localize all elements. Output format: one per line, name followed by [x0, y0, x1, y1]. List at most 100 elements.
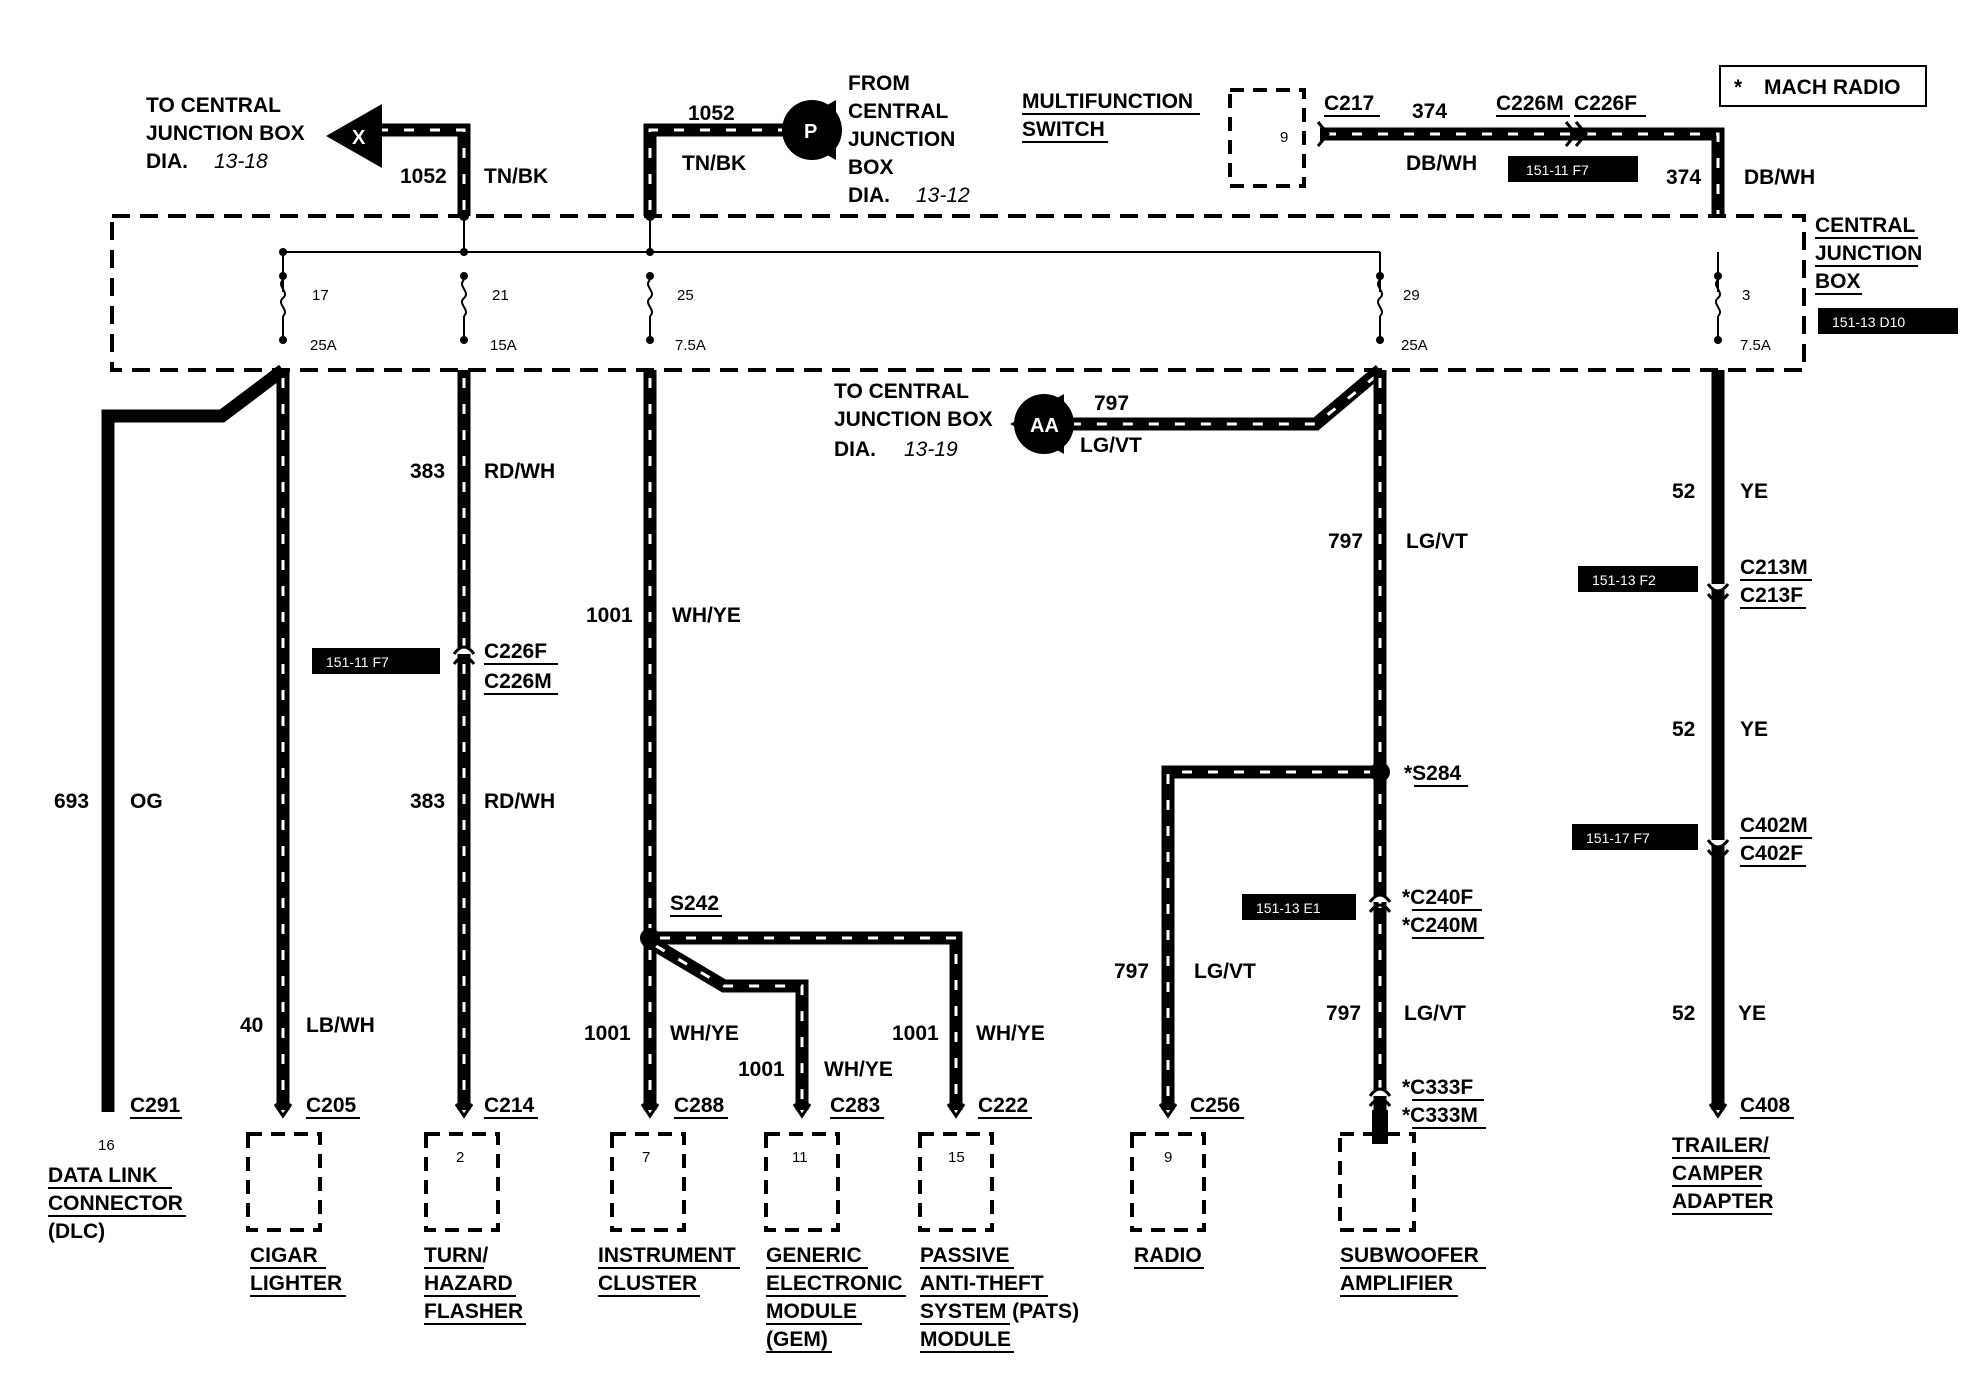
svg-text:JUNCTION BOX: JUNCTION BOX [834, 408, 993, 431]
component-dlc: C291 16 DATA LINK CONNECTOR (DLC) [48, 1094, 186, 1243]
connector-id: C283 [830, 1094, 880, 1117]
connector-c213m: C213M [1740, 556, 1808, 579]
fuse-25: 25 7.5A [646, 272, 706, 354]
circuit-number: 797 [1114, 960, 1149, 983]
svg-text:CONNECTOR: CONNECTOR [48, 1192, 183, 1215]
arrow-p-letter: P [804, 121, 817, 143]
arrow-x-letter: X [352, 127, 366, 149]
wire-color: TN/BK [682, 152, 746, 175]
fuse-rating: 15A [490, 337, 517, 354]
pin-number: 15 [948, 1149, 965, 1166]
connector-c402f: C402F [1740, 842, 1803, 865]
wire-383: 383 RD/WH 151-11 F7 C226F C226M 383 RD/W… [312, 370, 558, 1119]
svg-text:SYSTEM (PATS): SYSTEM (PATS) [920, 1300, 1079, 1323]
svg-text:DIA.: DIA. [146, 150, 188, 173]
connector-id: C408 [1740, 1094, 1791, 1117]
pin-number: 9 [1164, 1149, 1172, 1166]
wire-color: YE [1740, 480, 1768, 503]
svg-text:INSTRUMENT: INSTRUMENT [598, 1244, 736, 1267]
wire-color: DB/WH [1744, 166, 1815, 189]
wire-color: LG/VT [1404, 1002, 1466, 1025]
splice-label: *S284 [1404, 762, 1462, 785]
connector-c240f: *C240F [1402, 886, 1473, 909]
ref-tag: 151-13 F2 [1592, 572, 1656, 588]
wire-color: LG/VT [1406, 530, 1468, 553]
circuit-number: 1001 [738, 1058, 785, 1081]
wire-374: 374 DB/WH C226M C226F 151-11 F7 374 DB/W… [1316, 92, 1815, 216]
circuit-number: 1001 [584, 1022, 631, 1045]
svg-text:DIA.: DIA. [848, 184, 890, 207]
svg-text:DIA.: DIA. [834, 438, 876, 461]
svg-text:DATA LINK: DATA LINK [48, 1164, 157, 1187]
connector-id: C288 [674, 1094, 725, 1117]
svg-text:CENTRAL: CENTRAL [848, 100, 948, 123]
svg-text:(DLC): (DLC) [48, 1220, 105, 1243]
fuse-3: 3 7.5A [1714, 272, 1771, 354]
ref-tag: 151-17 F7 [1586, 830, 1650, 846]
component-radio: C256 9 RADIO [1130, 1094, 1244, 1269]
fuse-number: 17 [312, 287, 329, 304]
arrow-p-label: FROM CENTRAL JUNCTION BOX DIA. 13-12 [848, 72, 970, 207]
switch-pin: 9 [1280, 129, 1288, 146]
splice-s242 [640, 928, 660, 948]
svg-text:FROM: FROM [848, 72, 910, 95]
circuit-number: 52 [1672, 718, 1695, 741]
connector-c226m: C226M [1496, 92, 1564, 115]
circuit-number: 383 [410, 790, 445, 813]
wire-color: WH/YE [672, 604, 741, 627]
ref-tag: 151-11 F7 [326, 654, 389, 670]
wire-color: WH/YE [976, 1022, 1045, 1045]
svg-text:MODULE: MODULE [920, 1328, 1011, 1351]
pin-number: 2 [456, 1149, 464, 1166]
svg-text:13-18: 13-18 [214, 150, 268, 173]
wire-color: TN/BK [484, 165, 548, 188]
wire-693: 693 OG [54, 364, 287, 1112]
fuse-number: 21 [492, 287, 509, 304]
wire-color: LB/WH [306, 1014, 375, 1037]
multifunction-switch: MULTIFUNCTION SWITCH 9 C217 [1022, 88, 1380, 188]
svg-text:AMPLIFIER: AMPLIFIER [1340, 1272, 1453, 1295]
wire-color: OG [130, 790, 163, 813]
wire-52: 52 YE 151-13 F2 C213M C213F 52 YE 151-17… [1572, 370, 1812, 1119]
central-junction-box: 17 25A 21 15A 25 7.5A [110, 211, 1958, 372]
pin-number: 7 [642, 1149, 650, 1166]
component-trailer-camper-adapter: C408 TRAILER/ CAMPER ADAPTER [1672, 1094, 1794, 1215]
wire-1052-to-x: X 1052 TN/BK [326, 104, 548, 216]
jb-ref-tag: 151-13 D10 [1818, 308, 1958, 334]
component-pats: C222 15 PASSIVE ANTI-THEFT SYSTEM (PATS)… [918, 1094, 1079, 1353]
jb-label-3: BOX [1815, 270, 1861, 293]
svg-text:SUBWOOFER: SUBWOOFER [1340, 1244, 1479, 1267]
svg-text:MULTIFUNCTION: MULTIFUNCTION [1022, 90, 1193, 113]
svg-text:CIGAR: CIGAR [250, 1244, 318, 1267]
component-subwoofer-amplifier: SUBWOOFER AMPLIFIER [1338, 1132, 1486, 1297]
circuit-number: 797 [1328, 530, 1363, 553]
jb-label-2: JUNCTION [1815, 242, 1922, 265]
component-instrument-cluster: C288 7 INSTRUMENT CLUSTER [598, 1094, 740, 1297]
svg-text:13-19: 13-19 [904, 438, 958, 461]
wire-color: LG/VT [1194, 960, 1256, 983]
svg-text:RADIO: RADIO [1134, 1244, 1202, 1267]
wire-1052-from-p: P 1052 TN/BK [643, 100, 842, 216]
svg-text:LIGHTER: LIGHTER [250, 1272, 342, 1295]
circuit-number: 1052 [400, 165, 447, 188]
svg-text:MODULE: MODULE [766, 1300, 857, 1323]
connector-id: C291 [130, 1094, 181, 1117]
arrow-aa-label: TO CENTRAL JUNCTION BOX DIA. 13-19 [834, 380, 993, 461]
fuse-number: 29 [1403, 287, 1420, 304]
circuit-number: 1052 [688, 102, 735, 125]
switch-connector: C217 [1324, 92, 1374, 115]
fuse-17: 17 25A [279, 272, 337, 354]
svg-text:JUNCTION: JUNCTION [848, 128, 955, 151]
circuit-number: 40 [240, 1014, 263, 1037]
svg-text:CLUSTER: CLUSTER [598, 1272, 697, 1295]
wire-797: AA 797 LG/VT 797 LG/VT *S284 797 LG/VT 1… [1010, 365, 1486, 1144]
connector-id: C256 [1190, 1094, 1240, 1117]
ref-tag: 151-11 F7 [1526, 162, 1589, 178]
svg-text:JUNCTION BOX: JUNCTION BOX [146, 122, 305, 145]
wire-color: RD/WH [484, 460, 555, 483]
svg-text:CAMPER: CAMPER [1672, 1162, 1763, 1185]
fuse-number: 3 [1742, 287, 1750, 304]
svg-text:TURN/: TURN/ [424, 1244, 488, 1267]
arrow-x-label: TO CENTRAL JUNCTION BOX DIA. 13-18 [146, 94, 305, 173]
